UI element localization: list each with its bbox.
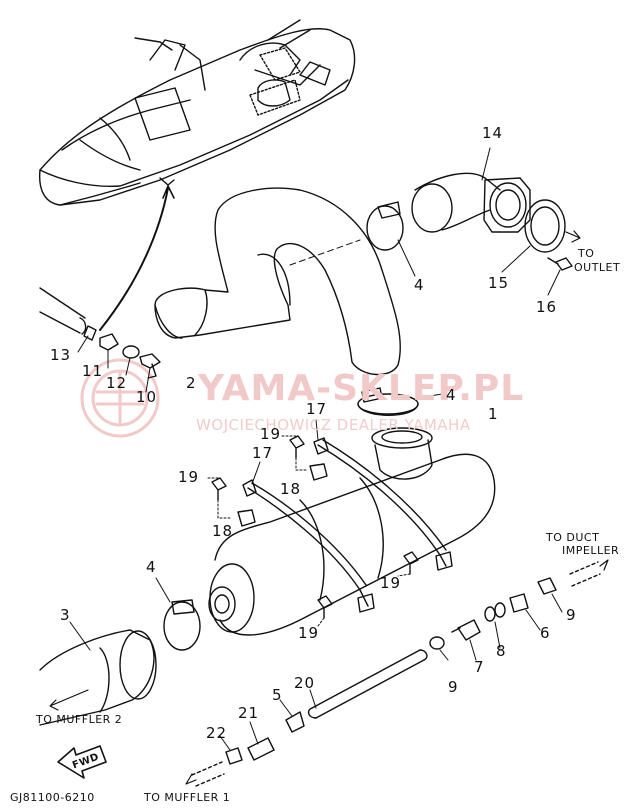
part-label-12: 12	[106, 374, 128, 392]
leader-line	[251, 419, 319, 485]
part-label-11: 11	[82, 362, 104, 380]
outlet-arrow	[565, 230, 581, 243]
part-label-13: 13	[50, 346, 72, 364]
part-label-16: 16	[536, 298, 558, 316]
hose-clamp-middle	[357, 387, 419, 416]
watermark-emblem	[80, 358, 160, 438]
cooling-hose-assembly	[191, 561, 601, 787]
part-label-22: 22	[206, 724, 228, 742]
part-label-10: 10	[136, 388, 158, 406]
part-label-19-left: 19	[178, 468, 200, 486]
leader-line	[481, 147, 491, 181]
fwd-arrow-shape	[57, 745, 107, 779]
leader-line	[77, 335, 151, 393]
leader-line	[397, 239, 416, 277]
exhaust-pipe-2	[154, 187, 401, 376]
caption-to-outlet-line2: OUTLET	[574, 261, 621, 274]
part-label-3: 3	[60, 606, 71, 624]
part-label-9-lower: 9	[448, 678, 459, 696]
diagram-code: GJ81100-6210	[10, 791, 95, 804]
part-label-17-upper: 17	[306, 400, 328, 418]
muffler-1	[208, 427, 496, 636]
leader-line	[69, 621, 91, 651]
location-pointer-line	[99, 187, 169, 331]
part-label-15: 15	[488, 274, 510, 292]
watermark-tagline: WOJCIECHOWICZ DEALER YAMAHA	[196, 416, 471, 434]
part-label-7: 7	[474, 658, 485, 676]
part-label-1: 1	[488, 405, 499, 423]
part-label-4-middle: 4	[446, 386, 457, 404]
caption-to-duct-line1: TO DUCT	[546, 531, 600, 544]
part-label-9-right: 9	[566, 606, 577, 624]
bolts-and-brackets	[211, 435, 419, 619]
leader-line	[417, 393, 443, 399]
muffler-straps	[242, 437, 453, 613]
caption-to-muffler-1: TO MUFFLER 1	[144, 791, 231, 804]
bolt-16	[547, 257, 573, 271]
part-label-18-lower: 18	[212, 522, 234, 540]
leader-line	[205, 435, 411, 627]
muffler2-arrow	[49, 689, 89, 711]
exhaust-hose-3	[39, 629, 157, 726]
hose-clamp-lower	[163, 599, 201, 651]
exhaust-elbow-14	[411, 172, 531, 233]
watermark-brand: YAMA-SKLEP.PL	[198, 368, 525, 409]
part-label-19-top: 19	[260, 425, 282, 443]
part-label-18-upper: 18	[280, 480, 302, 498]
foam-tube	[249, 47, 301, 116]
part-label-21: 21	[238, 704, 260, 722]
leader-line	[501, 245, 531, 273]
part-label-2: 2	[186, 374, 197, 392]
drain-hose-assembly	[39, 287, 161, 379]
hose-clamp-top	[366, 201, 404, 251]
watercraft-hull	[38, 19, 356, 206]
muffler1-arrow	[185, 773, 197, 785]
part-label-8: 8	[496, 642, 507, 660]
part-label-14: 14	[482, 124, 504, 142]
part-label-19-bottom: 19	[298, 624, 320, 642]
part-label-5: 5	[272, 686, 283, 704]
gasket-15	[524, 199, 566, 253]
caption-to-duct-line2: IMPELLER	[562, 544, 620, 557]
leader-line	[155, 577, 171, 603]
duct-arrow	[599, 559, 609, 571]
part-label-4-lower: 4	[146, 558, 157, 576]
caption-to-outlet-line1: TO	[578, 247, 595, 260]
part-label-17-lower: 17	[252, 444, 274, 462]
leader-line	[219, 593, 563, 751]
part-label-20: 20	[294, 674, 316, 692]
location-pointer-arrow	[162, 185, 175, 199]
alignment-dash-line	[289, 239, 361, 266]
caption-to-muffler-2: TO MUFFLER 2	[36, 713, 123, 726]
leader-line	[547, 269, 561, 296]
part-label-4-top: 4	[414, 276, 425, 294]
part-label-6: 6	[540, 624, 551, 642]
part-label-19-right: 19	[380, 574, 402, 592]
